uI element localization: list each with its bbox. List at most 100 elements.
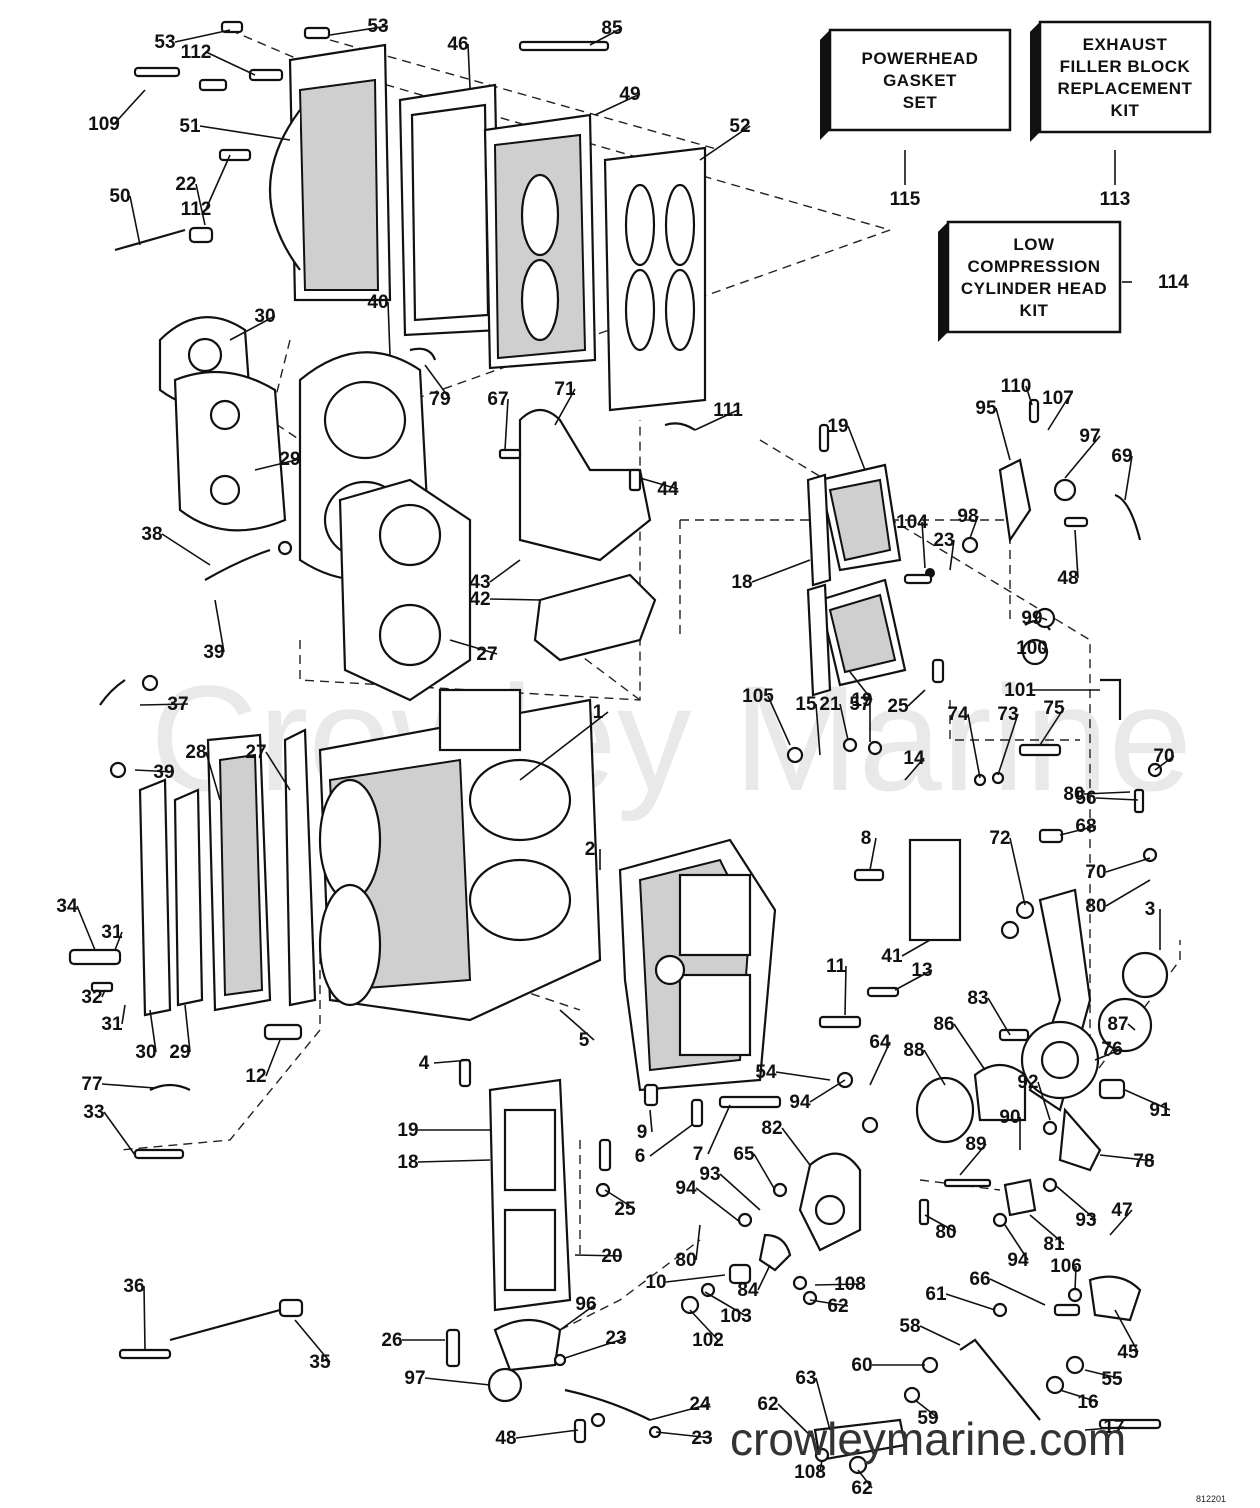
callout: 112 <box>181 154 231 220</box>
part-number-label: 19 <box>851 690 872 711</box>
leader-line <box>921 521 926 569</box>
site-watermark: crowleymarine.com <box>730 1413 1126 1465</box>
part-number-label: 15 <box>795 694 817 715</box>
callout: 75 <box>1039 698 1065 746</box>
part-number-label: 33 <box>83 1102 104 1123</box>
part-number-label: 24 <box>689 1394 711 1415</box>
callout: 50 <box>109 186 141 246</box>
part-number-label: 18 <box>397 1152 418 1173</box>
leader-line <box>665 1274 726 1283</box>
part-number-label: 34 <box>56 896 78 917</box>
part-number-label: 52 <box>729 116 750 137</box>
kit-box-line: KIT <box>1111 101 1140 120</box>
part-number-label: 44 <box>657 479 679 500</box>
leader-line <box>924 1214 957 1233</box>
callout: 59 <box>914 1399 939 1429</box>
kit-box-line: POWERHEAD <box>862 49 979 68</box>
callout: 5 <box>559 1009 595 1051</box>
leader-line <box>467 43 471 89</box>
callout: 92 <box>1017 1072 1051 1121</box>
callout: 89 <box>959 1134 987 1176</box>
part-number-label: 93 <box>1075 1210 1096 1231</box>
callout: 61 <box>925 1284 996 1311</box>
leader-line <box>589 27 623 46</box>
callout: 29 <box>169 1004 191 1063</box>
part-number-label: 82 <box>761 1118 782 1139</box>
leader-line <box>987 997 1011 1036</box>
part-number-label: 18 <box>731 572 752 593</box>
callout: 69 <box>1111 446 1133 501</box>
part-number-label: 53 <box>367 16 388 37</box>
leader-line <box>174 29 231 43</box>
leader-line <box>1105 879 1151 907</box>
leader-line <box>689 1309 719 1341</box>
rod-101 <box>1100 678 1122 720</box>
part-number-label: 27 <box>476 644 497 665</box>
part-number-label: 67 <box>487 389 508 410</box>
clip-68 <box>1038 828 1064 844</box>
part-number-label: 84 <box>737 1280 759 1301</box>
callout: 73 <box>997 704 1019 776</box>
callout: 20 <box>574 1246 623 1267</box>
leader-line <box>1114 1309 1139 1353</box>
cylinder-block-group <box>318 688 602 1022</box>
rod-89 <box>943 1178 992 1188</box>
callout: 83 <box>967 988 1011 1036</box>
leader-line <box>649 1124 693 1157</box>
part-number-label: 88 <box>903 1040 924 1061</box>
linkage-group <box>728 458 1169 1462</box>
leader-line <box>574 1254 623 1257</box>
link-81 <box>1003 1178 1037 1217</box>
callout: 3 <box>1145 899 1161 950</box>
leader-line <box>923 1049 946 1086</box>
leader-line <box>1074 529 1079 579</box>
part-number-label: 36 <box>123 1276 144 1297</box>
callout: 10 <box>645 1272 726 1293</box>
link-96 <box>493 1319 562 1372</box>
leader-line <box>777 1403 816 1441</box>
part-number-label: 70 <box>1085 862 1106 883</box>
leader-line <box>844 965 847 1016</box>
hose-50 <box>114 228 186 252</box>
leader-line <box>1041 617 1048 621</box>
callout: 14 <box>903 748 925 781</box>
leader-line <box>1064 435 1101 479</box>
leader-line <box>604 1189 636 1210</box>
callout: 108 <box>814 1274 866 1295</box>
part-number-label: 26 <box>381 1330 402 1351</box>
part-number-label: 11 <box>826 956 847 977</box>
part-number-label: 51 <box>179 116 201 137</box>
callout: 17 <box>1084 1417 1125 1438</box>
leader-line <box>229 315 276 341</box>
part-number-label: 31 <box>101 1014 123 1035</box>
part-number-label: 32 <box>81 987 102 1008</box>
part-number-label: 81 <box>1043 1234 1065 1255</box>
callout: 58 <box>899 1316 961 1346</box>
callout: 8 <box>861 828 877 871</box>
part-number-label: 63 <box>795 1368 816 1389</box>
part-number-label: 89 <box>965 1134 986 1155</box>
callout: 31 <box>101 1004 126 1035</box>
part-number-label: 95 <box>975 398 997 419</box>
callout: 4 <box>419 1053 471 1074</box>
leader-line <box>1059 825 1097 836</box>
part-number-label: 98 <box>957 506 978 527</box>
callout: 100 <box>1016 638 1049 659</box>
callout: 67 <box>487 389 509 451</box>
leader-line <box>265 751 291 791</box>
leader-line <box>199 125 291 141</box>
part-number-label: 91 <box>1149 1100 1171 1121</box>
block-45 <box>1088 1275 1142 1322</box>
part-number-label: 4 <box>419 1053 430 1074</box>
leader-line <box>139 703 189 706</box>
bracket-95 <box>998 458 1032 544</box>
callout: 94 <box>1004 1224 1029 1271</box>
part-number-label: 77 <box>81 1074 102 1095</box>
leader-line <box>433 1059 471 1064</box>
leader-line <box>1105 857 1151 873</box>
callout: 46 <box>447 34 471 89</box>
thermostat-housing-71 <box>518 408 652 562</box>
dowel-12 <box>263 1023 303 1041</box>
